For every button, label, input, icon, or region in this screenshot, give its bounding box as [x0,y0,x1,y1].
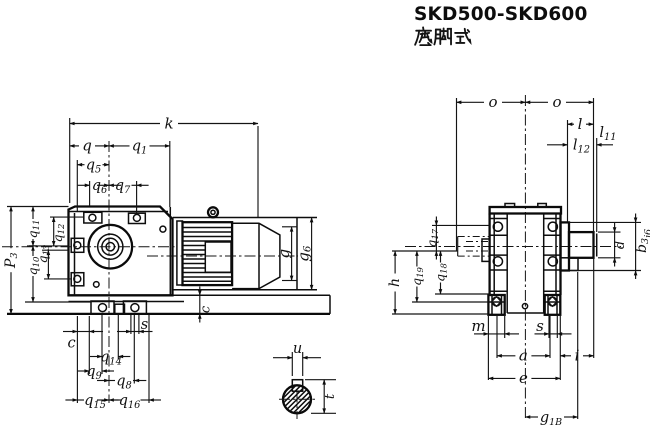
dim-q: q [69,137,110,155]
dim-o-right: o [524,93,594,111]
dim-q13: q13 [35,245,52,280]
dim-label-d: d [613,241,628,249]
dim-label-s-side: s [536,317,544,335]
dim-l12: l12 [547,138,613,156]
dim-d: d [612,223,628,267]
dim-q1: q1 [108,139,171,157]
extension-lines-front [7,118,298,403]
dim-label-i: i [575,347,580,365]
dim-label-o-right: o [552,93,561,111]
dim-label-q11: q11 [25,220,42,239]
dim-a: a [496,347,551,365]
dim-u: u [273,341,321,360]
dim-label-q18: q18 [432,262,449,281]
front-view: k q q1 q5 q6 q7 P3 q11 q10 q12 q13 c s q… [2,114,338,419]
dim-label-q19: q19 [408,266,425,285]
dim-g: g [275,226,294,281]
output-shaft [559,221,641,272]
dim-k: k [69,114,259,132]
dim-label-a: a [519,347,528,365]
dim-s-front: s [117,317,153,334]
dim-label-t: t [323,393,338,399]
dim-label-q12: q12 [50,224,67,243]
dim-q16: q16 [97,393,161,411]
dim-label-o-left: o [488,93,497,111]
dim-label-u: u [293,341,302,357]
dim-q5: q5 [76,158,110,176]
dim-q18: q18 [432,250,449,295]
dim-label-q: q [82,137,92,155]
dim-label-q17: q17 [424,228,441,247]
dim-c-left: c [63,329,103,352]
dim-label-q16: q16 [119,393,141,411]
dim-label-q7: q7 [115,178,131,196]
dim-label-p3: P3 [3,252,20,268]
subtitle-glyphs [414,26,472,47]
dim-label-q9: q9 [86,364,102,382]
side-view: o o l l12 l11 q17 q18 q19 h d b3j6 m s a… [387,93,650,428]
dim-label-k: k [164,114,173,132]
dim-q14: q14 [90,349,131,367]
dim-g1b: g1B [524,410,579,428]
dim-label-m: m [471,317,485,335]
dim-q17: q17 [424,216,441,260]
dim-q10: q10 [25,245,42,303]
dim-g6: g6 [295,217,314,291]
dim-s-side: s [534,317,572,336]
dim-label-s-front: s [141,317,148,333]
dim-q8: q8 [97,373,147,391]
dim-l: l [567,115,594,133]
dim-label-h: h [387,278,403,287]
dim-c-right: c [198,286,214,323]
dim-label-l11: l11 [599,125,616,143]
dim-label-c-left: c [67,336,75,352]
dim-label-l12: l12 [573,138,590,156]
page-title: SKD500-SKD600 [414,4,588,25]
dim-label-g6: g6 [295,245,314,262]
dim-b3: b3j6 [633,213,650,279]
dim-label-g1b: g1B [540,410,562,428]
dim-m: m [471,317,519,336]
shaft-section-detail: u t [273,341,338,419]
dim-label-l: l [578,115,583,133]
dim-label-q8: q8 [116,373,132,391]
dim-label-q6: q6 [92,178,108,196]
dim-label-e: e [519,369,528,387]
dim-i: i [559,347,595,365]
dim-q15: q15 [65,393,121,411]
motor [147,206,317,296]
dim-q12: q12 [50,216,67,247]
dim-q7: q7 [97,178,149,196]
dim-h: h [387,250,403,315]
side-housing [405,95,621,420]
gear-housing [7,205,331,316]
dim-label-q5: q5 [86,158,102,176]
dim-label-b3: b3j6 [634,229,650,253]
dim-label-q14: q14 [100,349,122,367]
dim-p3: P3 [3,206,20,315]
dim-label-q1: q1 [132,139,148,157]
dim-q19: q19 [408,250,425,303]
dim-label-q10: q10 [25,256,42,275]
dim-o-left: o [456,93,526,111]
dim-q9: q9 [77,364,114,382]
dim-label-c-right: c [199,305,214,313]
dim-label-q13: q13 [35,245,52,264]
dim-t: t [322,379,338,414]
dim-e: e [487,369,561,387]
dim-label-g: g [275,249,293,259]
dim-q11: q11 [25,206,42,247]
dim-label-q15: q15 [84,393,106,411]
